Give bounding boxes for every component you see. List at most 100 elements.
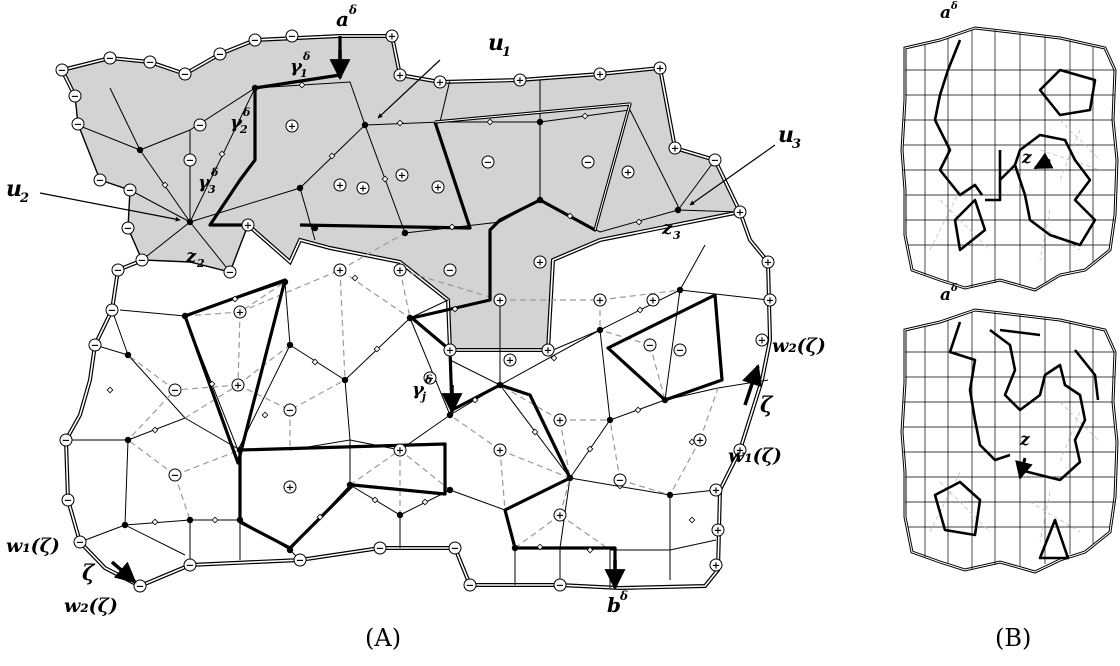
path-pentagon-left: [238, 442, 447, 550]
minus-marker: −: [71, 117, 85, 131]
svg-text:+: +: [336, 181, 344, 192]
plus-marker: +: [668, 141, 682, 155]
panel-b-top-z: z: [1021, 148, 1032, 168]
svg-text:+: +: [596, 296, 604, 307]
svg-text:−: −: [676, 346, 684, 357]
label-u3: u: [778, 122, 794, 148]
minus-marker: −: [213, 47, 227, 61]
arrows: [39, 50, 776, 591]
plus-marker: +: [541, 343, 555, 357]
svg-text:+: +: [244, 221, 252, 232]
svg-text:−: −: [196, 121, 204, 132]
svg-text:+: +: [434, 183, 442, 194]
svg-text:−: −: [186, 561, 194, 572]
panel-b-bottom-outline: [900, 308, 1119, 574]
plus-marker: +: [621, 165, 635, 179]
svg-text:+: +: [336, 266, 344, 277]
svg-text:+: +: [758, 336, 766, 347]
minus-marker: −: [448, 541, 462, 555]
panel-b-bottom-delta: δ: [950, 283, 958, 294]
minus-marker: −: [443, 263, 457, 277]
label-u3-sub: 3: [792, 137, 801, 152]
label-gammaj: γ: [412, 379, 425, 400]
label-u2: u: [6, 176, 22, 202]
svg-text:+: +: [764, 258, 772, 269]
svg-text:−: −: [171, 471, 179, 482]
label-gammaj-sup: δ: [424, 373, 432, 386]
svg-text:+: +: [656, 64, 664, 75]
plus-marker: +: [493, 443, 507, 457]
label-gamma2: γ: [230, 112, 243, 133]
svg-text:+: +: [556, 511, 564, 522]
svg-text:+: +: [396, 266, 404, 277]
minus-marker: −: [68, 89, 82, 103]
minus-marker: −: [553, 578, 567, 592]
minus-marker: −: [178, 67, 192, 81]
minus-marker: −: [285, 29, 299, 43]
label-u1: u: [488, 30, 504, 56]
minus-marker: −: [123, 183, 137, 197]
caption-a: (A): [365, 624, 401, 652]
label-zeta-left: ζ: [82, 560, 96, 585]
label-w1-left: w₁(ζ): [6, 535, 60, 557]
minus-marker: −: [223, 265, 237, 279]
svg-text:+: +: [398, 171, 406, 182]
label-u1-sub: 1: [502, 45, 511, 60]
minus-marker: −: [133, 579, 147, 593]
panel-b-top: a δ z: [900, 1, 1119, 292]
plus-marker: +: [503, 353, 517, 367]
plus-marker: +: [395, 168, 409, 182]
svg-text:−: −: [171, 386, 179, 397]
svg-text:+: +: [671, 144, 679, 155]
label-u2-sub: 2: [19, 191, 29, 206]
svg-text:+: +: [359, 184, 367, 195]
label-a-delta: a: [336, 7, 349, 31]
svg-text:+: +: [506, 356, 514, 367]
panel-b-bottom-arrow: [1015, 457, 1033, 480]
plus-marker: +: [711, 523, 725, 537]
svg-text:−: −: [186, 156, 194, 167]
label-z2: z: [185, 246, 197, 267]
svg-text:−: −: [446, 266, 454, 277]
svg-text:−: −: [62, 436, 70, 447]
svg-text:−: −: [584, 158, 592, 169]
plus-marker: +: [431, 180, 445, 194]
svg-text:+: +: [388, 32, 396, 43]
svg-text:+: +: [234, 381, 242, 392]
svg-text:+: +: [396, 71, 404, 82]
plus-marker: +: [761, 255, 775, 269]
minus-marker: −: [105, 303, 119, 317]
svg-text:−: −: [181, 70, 189, 81]
plus-marker: +: [356, 181, 370, 195]
panel-b-top-a: a: [940, 3, 951, 23]
plus-marker: +: [553, 413, 567, 427]
plus-marker: +: [393, 263, 407, 277]
plus-marker: +: [646, 293, 660, 307]
svg-text:−: −: [136, 582, 144, 593]
labels-a: a δ b δ u 1 u 2 u 3 z 2 z 3 γ 1 δ γ 2 δ …: [6, 3, 826, 617]
svg-text:−: −: [556, 581, 564, 592]
plus-marker: +: [593, 293, 607, 307]
plus-marker: +: [533, 255, 547, 269]
svg-text:−: −: [286, 406, 294, 417]
plus-marker: +: [433, 75, 447, 89]
svg-text:+: +: [236, 308, 244, 319]
svg-text:−: −: [296, 556, 304, 567]
svg-text:−: −: [226, 268, 234, 279]
svg-text:+: +: [714, 526, 722, 537]
shaded-region: [60, 35, 742, 351]
plus-marker: +: [733, 443, 747, 457]
minus-marker: −: [93, 173, 107, 187]
label-z2-sub: 2: [196, 257, 205, 270]
minus-marker: −: [463, 578, 477, 592]
minus-marker: −: [55, 63, 69, 77]
minus-marker: −: [613, 473, 627, 487]
plus-marker: +: [755, 333, 769, 347]
plus-marker: +: [693, 433, 707, 447]
svg-text:−: −: [216, 50, 224, 61]
plus-marker: +: [763, 293, 777, 307]
label-w2-left: w₂(ζ): [64, 595, 118, 617]
label-zeta-right: ζ: [760, 392, 774, 417]
panel-b: a δ z z a δ: [900, 1, 1119, 652]
label-b-delta: b: [607, 593, 621, 617]
